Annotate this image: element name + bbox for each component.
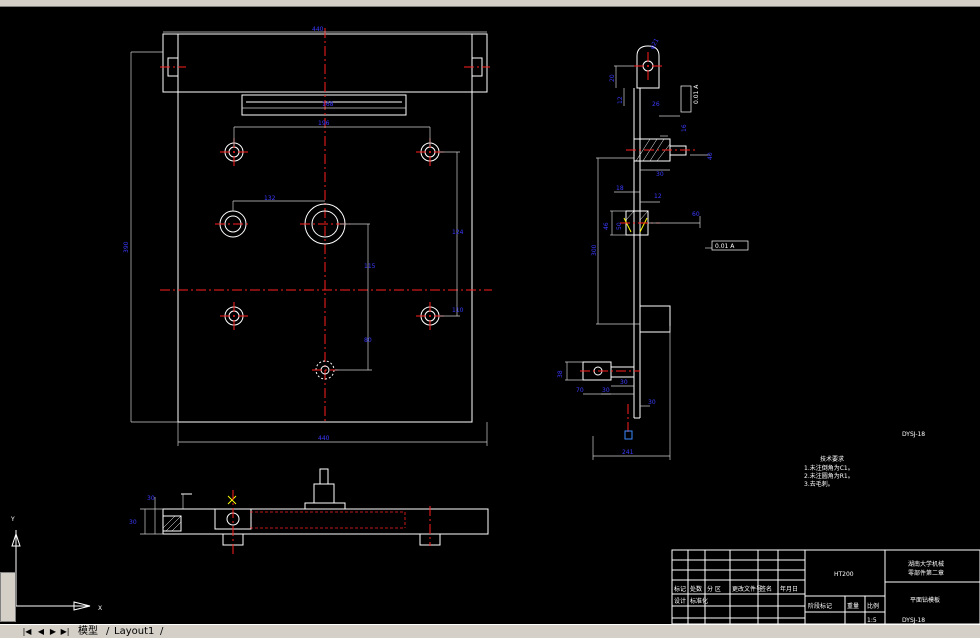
locating-pin[interactable] bbox=[312, 360, 338, 380]
svg-text:196: 196 bbox=[318, 120, 330, 127]
next-tab-button[interactable]: ▶ bbox=[49, 627, 57, 636]
hole-bottom-left[interactable] bbox=[220, 302, 248, 330]
title-block[interactable]: HT200 湖南大学机械 零部件第二章 平面钻模板 标记 处数 分 区 更改文件… bbox=[671, 549, 980, 624]
svg-text:比例: 比例 bbox=[867, 602, 879, 610]
svg-text:110: 110 bbox=[452, 307, 464, 314]
svg-text:38: 38 bbox=[557, 370, 564, 378]
svg-text:处数: 处数 bbox=[690, 585, 702, 593]
svg-text:12: 12 bbox=[617, 96, 624, 104]
svg-text:30: 30 bbox=[602, 387, 610, 394]
svg-text:46: 46 bbox=[603, 222, 610, 230]
svg-text:φ21: φ21 bbox=[649, 37, 661, 51]
slot[interactable] bbox=[241, 94, 407, 116]
tab-separator: / bbox=[106, 626, 110, 637]
svg-text:更改文件号: 更改文件号 bbox=[732, 585, 762, 593]
tech-notes: 技术要求 1.未注倒角为C1。 2.未注圆角为R1。 3.去毛刺。 bbox=[804, 455, 854, 488]
svg-text:80: 80 bbox=[364, 337, 372, 344]
svg-text:技术要求: 技术要求 bbox=[820, 455, 844, 463]
plan-dimensions: 440 168 196 390 132 115 80 124 110 bbox=[123, 26, 488, 446]
svg-text:115: 115 bbox=[364, 263, 376, 270]
svg-text:50: 50 bbox=[616, 222, 623, 230]
plan-view[interactable]: 440 168 196 390 132 115 80 124 110 bbox=[123, 26, 492, 446]
side-toolbar-widget[interactable] bbox=[0, 572, 16, 622]
svg-text:70: 70 bbox=[576, 387, 584, 394]
svg-text:年月日: 年月日 bbox=[780, 585, 798, 593]
layout-tabs-bar: |◀ ◀ ▶ ▶| 模型 / Layout1 / bbox=[0, 624, 980, 638]
svg-text:30: 30 bbox=[656, 171, 664, 178]
svg-text:签名: 签名 bbox=[760, 585, 772, 593]
section-dimensions: 20 12 φ21 26 16 0.01 A 300 30 40 18 12 bbox=[557, 37, 749, 460]
toolbar-strip bbox=[0, 0, 980, 7]
svg-text:12: 12 bbox=[654, 193, 662, 200]
svg-text:124: 124 bbox=[452, 229, 464, 236]
bushing-left[interactable] bbox=[215, 210, 251, 238]
svg-text:阶段标记: 阶段标记 bbox=[808, 602, 832, 610]
svg-text:湖南大学机械: 湖南大学机械 bbox=[908, 560, 944, 568]
svg-text:26: 26 bbox=[652, 101, 660, 108]
svg-text:重量: 重量 bbox=[847, 602, 859, 610]
svg-text:X: X bbox=[98, 605, 102, 612]
last-tab-button[interactable]: ▶| bbox=[60, 627, 70, 636]
svg-text:30: 30 bbox=[648, 399, 656, 406]
svg-text:平面钻模板: 平面钻模板 bbox=[910, 596, 940, 604]
first-tab-button[interactable]: |◀ bbox=[22, 627, 32, 636]
svg-text:分 区: 分 区 bbox=[707, 585, 721, 593]
svg-text:168: 168 bbox=[322, 101, 334, 108]
tab-layout1[interactable]: Layout1 bbox=[114, 626, 155, 637]
svg-text:3.去毛刺。: 3.去毛刺。 bbox=[804, 480, 834, 488]
part-code: DYSJ-18 bbox=[902, 431, 925, 438]
svg-text:390: 390 bbox=[123, 241, 130, 253]
svg-text:DYSJ-18: DYSJ-18 bbox=[902, 617, 925, 624]
svg-text:241: 241 bbox=[622, 449, 634, 456]
svg-text:16: 16 bbox=[681, 124, 688, 132]
svg-text:0.01 A: 0.01 A bbox=[693, 84, 700, 104]
svg-text:2.未注圆角为R1。: 2.未注圆角为R1。 bbox=[804, 472, 854, 480]
svg-text:标准化: 标准化 bbox=[690, 597, 708, 605]
svg-text:300: 300 bbox=[591, 244, 598, 256]
svg-text:40: 40 bbox=[707, 152, 714, 160]
svg-text:1:5: 1:5 bbox=[867, 617, 877, 624]
svg-text:标记: 标记 bbox=[674, 585, 686, 593]
svg-text:132: 132 bbox=[264, 195, 276, 202]
svg-text:1.未注倒角为C1。: 1.未注倒角为C1。 bbox=[804, 464, 854, 472]
prev-tab-button[interactable]: ◀ bbox=[37, 627, 45, 636]
section-view[interactable]: 20 12 φ21 26 16 0.01 A 300 30 40 18 12 bbox=[557, 37, 749, 460]
svg-text:零部件第二章: 零部件第二章 bbox=[908, 569, 944, 577]
svg-text:60: 60 bbox=[692, 211, 700, 218]
svg-text:20: 20 bbox=[609, 74, 616, 82]
svg-text:440: 440 bbox=[312, 26, 324, 33]
tab-separator: / bbox=[160, 626, 164, 637]
ucs-icon: Y X bbox=[10, 516, 102, 612]
hole-bottom-right[interactable] bbox=[416, 302, 444, 330]
svg-text:18: 18 bbox=[616, 185, 624, 192]
svg-text:Y: Y bbox=[10, 516, 15, 523]
svg-text:0.01 A: 0.01 A bbox=[715, 243, 735, 250]
svg-text:440: 440 bbox=[318, 435, 330, 442]
svg-text:设计: 设计 bbox=[674, 597, 686, 605]
svg-text:30: 30 bbox=[129, 519, 137, 526]
svg-text:HT200: HT200 bbox=[834, 571, 854, 578]
svg-text:30: 30 bbox=[620, 379, 628, 386]
drawing-canvas[interactable]: .o{stroke:#ffffff;stroke-width:1;fill:no… bbox=[0, 6, 980, 624]
svg-text:30: 30 bbox=[147, 495, 155, 502]
front-view[interactable]: 30 30 bbox=[129, 468, 489, 554]
tab-model[interactable]: 模型 bbox=[78, 626, 98, 637]
